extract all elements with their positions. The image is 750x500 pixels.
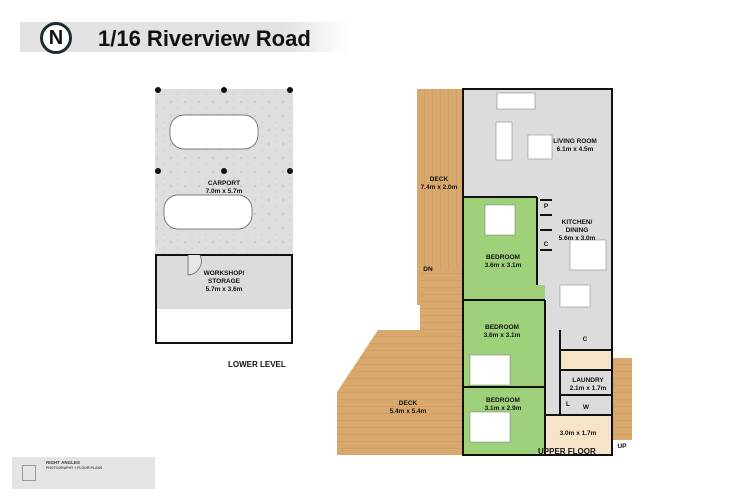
walls (462, 88, 613, 456)
linen-marker: L (566, 401, 570, 408)
coffee-table (527, 134, 553, 160)
sofa (495, 121, 513, 161)
deck-big (337, 330, 463, 455)
page-title: 1/16 Riverview Road (98, 26, 311, 51)
bathroom (545, 415, 612, 455)
upper-floor-plan (337, 88, 632, 456)
lower-level-plan (155, 87, 293, 344)
workshop-area (156, 255, 292, 309)
bed (469, 354, 511, 386)
stairs-up (612, 358, 632, 440)
car-icon (163, 194, 253, 230)
brand-name: RIGHT ANGLES (46, 460, 80, 465)
up-marker: UP (617, 443, 627, 450)
title-bar (20, 22, 350, 52)
car-icon (169, 114, 259, 150)
cupboard-marker: C (543, 241, 549, 248)
compass-letter: N (48, 27, 64, 49)
stairs-down (420, 270, 463, 330)
wardrobe (463, 285, 545, 300)
upper-floor-label: UPPER FLOOR (538, 447, 596, 456)
room-label-bathroom: 3.0m x 1.7m (559, 430, 597, 437)
dining-table (559, 284, 591, 308)
bed (484, 204, 516, 236)
door-icon (187, 254, 202, 276)
carport-posts (155, 87, 293, 174)
toilet (560, 350, 612, 370)
down-marker: DN (423, 266, 433, 273)
cupboard-marker: C (582, 336, 588, 343)
logo-icon (22, 465, 36, 481)
sofa (496, 92, 536, 110)
brand-tagline: PHOTOGRAPHY + FLOOR PLANS (46, 466, 103, 470)
branding-box: RIGHT ANGLES PHOTOGRAPHY + FLOOR PLANS (12, 457, 155, 489)
north-compass-icon: N (40, 22, 72, 54)
washer-marker: W (582, 404, 590, 411)
bed (469, 411, 511, 443)
lower-level-label: LOWER LEVEL (228, 360, 286, 369)
pantry-marker: P (543, 203, 549, 210)
deck-top (417, 89, 463, 305)
kitchen-bench (569, 239, 607, 271)
